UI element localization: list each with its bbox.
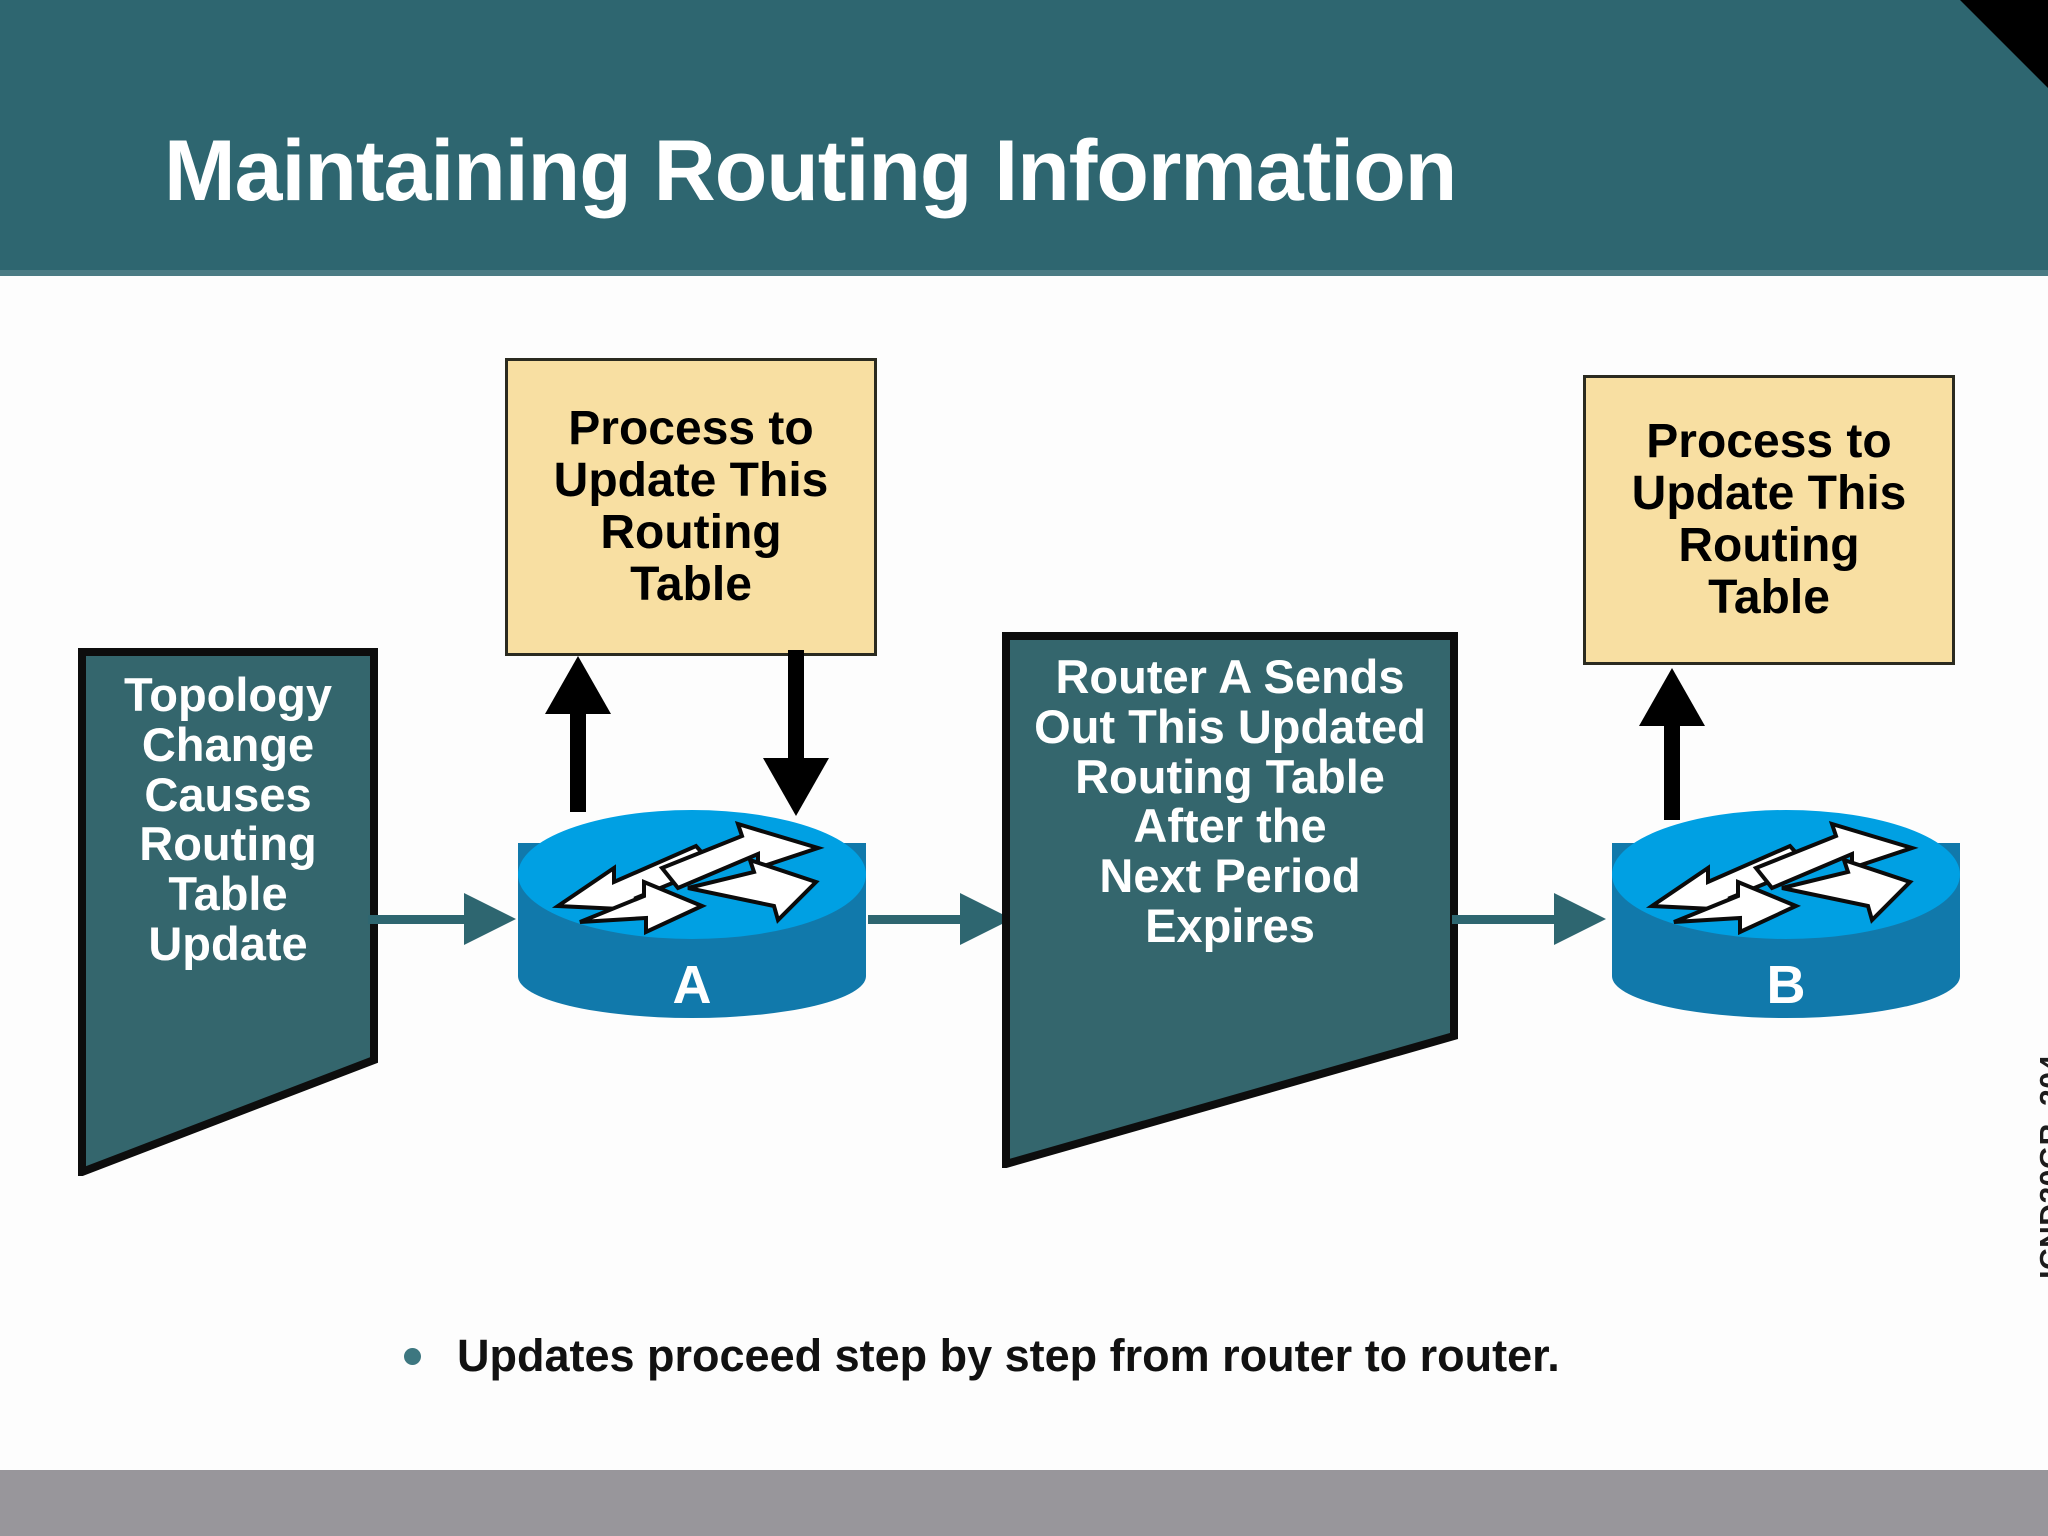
note-left-line-6: Update	[148, 917, 308, 971]
router-b-label: B	[1766, 955, 1806, 1015]
note-left-line-4: Routing	[139, 817, 317, 871]
note-topology-change: Topology Change Causes Routing Table Upd…	[78, 648, 378, 1176]
router-b-arrow-glyphs	[1645, 820, 1919, 936]
router-a-label: A	[672, 955, 712, 1015]
note-left-line-1: Topology	[124, 668, 332, 721]
arrow-down-shaft-a	[788, 650, 804, 770]
arrow-down-head-a	[763, 758, 829, 816]
bullet-list-item: Updates proceed step by step from router…	[404, 1330, 1560, 1382]
header-divider-rule	[0, 270, 2048, 276]
arrow-up-shaft-b	[1664, 708, 1680, 820]
router-b-icon: B	[1612, 810, 1960, 1018]
connector-1-shaft	[368, 915, 464, 924]
note-left-line-3: Causes	[144, 767, 312, 821]
callout-box-router-a: Process to	[505, 358, 877, 656]
note-mid-line-6: Expires	[1145, 899, 1315, 953]
callout-box-router-a-text: Process to Update This Routing Table	[505, 358, 877, 656]
bullet-dot-icon	[404, 1347, 421, 1365]
connector-3-shaft	[1452, 915, 1554, 924]
router-a-arrow-glyphs	[551, 820, 825, 936]
arrow-up-head-a	[545, 656, 611, 714]
note-mid-line-5: Next Period	[1099, 849, 1361, 903]
slide-footer-band	[0, 1470, 2048, 1536]
connector-2-shaft	[868, 915, 960, 924]
arrow-up-head-b	[1639, 668, 1705, 726]
note-mid-line-1: Router A Sends	[1055, 650, 1405, 703]
callout-a-line-4: Table	[630, 557, 752, 611]
callout-a-line-3: Routing	[600, 506, 782, 559]
callout-box-router-b-text: Process to Update This Routing Table	[1583, 375, 1955, 665]
bullet-text: Updates proceed step by step from router…	[457, 1330, 1560, 1381]
callout-a-line-2: Update This	[553, 454, 829, 508]
connector-1-arrowhead	[464, 893, 516, 945]
callout-b-line-4: Table	[1708, 570, 1830, 624]
note-mid-line-3: Routing Table	[1075, 749, 1385, 803]
callout-box-router-b: .	[1583, 375, 1955, 665]
slide-header-band	[0, 0, 2048, 276]
note-router-a-sends-shape	[1002, 632, 1458, 1168]
note-topology-change-text: Topology Change Causes Routing Table Upd…	[78, 670, 378, 969]
callout-b-line-2: Update This	[1631, 467, 1907, 521]
corner-triangle-decoration	[1960, 0, 2048, 88]
callout-b-line-1: Process to	[1646, 415, 1892, 469]
note-router-a-sends: Router A Sends Out This Updated Routing …	[1002, 632, 1458, 1168]
note-router-a-sends-text: Router A Sends Out This Updated Routing …	[1002, 652, 1458, 951]
artwork-reference-code: ICND20GR_204	[2034, 1054, 2048, 1279]
note-left-line-2: Change	[141, 717, 315, 771]
note-left-line-5: Table	[168, 867, 288, 921]
router-a-icon: A	[518, 810, 866, 1018]
page-title: Maintaining Routing Information	[164, 123, 1457, 219]
connector-3-arrowhead	[1554, 893, 1606, 945]
note-topology-change-shape	[78, 648, 378, 1176]
callout-a-line-1: Process to	[568, 402, 814, 456]
arrow-up-shaft-a	[570, 696, 586, 812]
note-mid-line-2: Out This Updated	[1034, 699, 1426, 753]
note-mid-line-4: After the	[1133, 799, 1327, 853]
callout-b-line-3: Routing	[1678, 519, 1860, 572]
